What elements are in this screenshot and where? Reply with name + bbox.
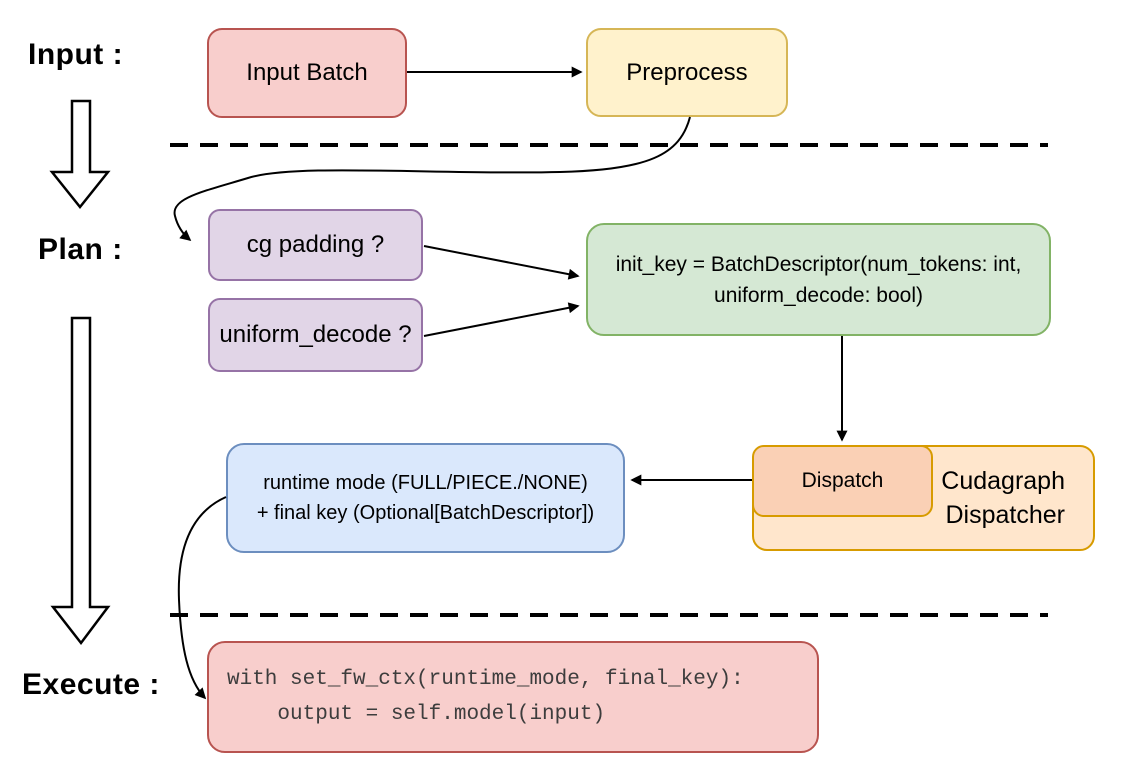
node-input-batch: Input Batch — [207, 28, 407, 118]
stage-arrow-plan-to-execute — [50, 316, 111, 646]
node-preprocess: Preprocess — [586, 28, 788, 117]
node-runtime-mode-line2: + final key (Optional[BatchDescriptor]) — [256, 502, 595, 524]
stage-label-plan: Plan : — [38, 233, 123, 266]
stage-label-execute: Execute : — [22, 668, 160, 701]
node-dispatch-label: Dispatch — [801, 469, 884, 492]
connector-cg-padding-to-init-key — [423, 245, 580, 280]
node-init-key: init_key = BatchDescriptor(num_tokens: i… — [586, 223, 1051, 336]
node-init-key-line2: uniform_decode: bool) — [714, 283, 923, 307]
node-preprocess-label: Preprocess — [626, 58, 748, 86]
node-cg-padding: cg padding ? — [208, 209, 423, 281]
node-execute-code: with set_fw_ctx(runtime_mode, final_key)… — [207, 641, 819, 753]
node-cudagraph-line1: Cudagraph — [941, 467, 1065, 495]
stage-label-input: Input : — [28, 38, 124, 71]
node-runtime-mode: runtime mode (FULL/PIECE./NONE) + final … — [226, 443, 625, 553]
node-execute-code-line1: with set_fw_ctx(runtime_mode, final_key)… — [227, 668, 744, 691]
node-execute-code-line2: output = self.model(input) — [227, 703, 606, 726]
connector-uniform-decode-to-init-key — [423, 302, 580, 337]
node-input-batch-label: Input Batch — [246, 59, 368, 86]
node-init-key-line1: init_key = BatchDescriptor(num_tokens: i… — [615, 252, 1022, 276]
node-uniform-decode-label: uniform_decode ? — [219, 321, 412, 348]
node-dispatch: Dispatch — [752, 445, 933, 517]
node-cudagraph-line2: Dispatcher — [945, 501, 1066, 529]
stage-arrow-input-to-plan — [49, 99, 111, 210]
node-runtime-mode-line1: runtime mode (FULL/PIECE./NONE) — [263, 472, 588, 494]
node-uniform-decode: uniform_decode ? — [208, 298, 423, 372]
node-cg-padding-label: cg padding ? — [246, 231, 385, 258]
